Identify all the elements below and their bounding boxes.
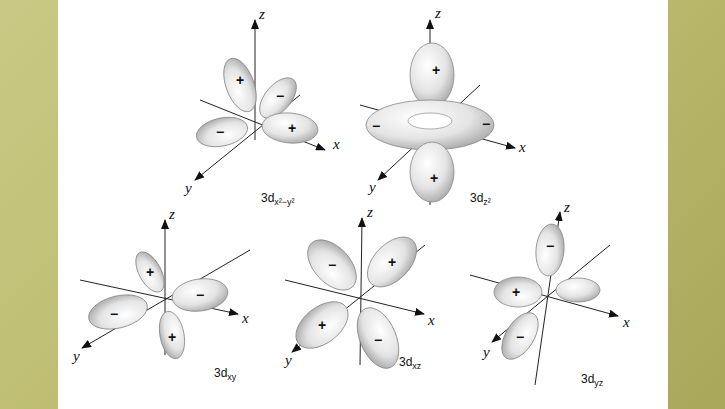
- phase-sign: −: [546, 239, 554, 253]
- axis-label: x: [333, 137, 340, 152]
- phase-sign: −: [516, 330, 524, 344]
- orbital-name: 3dz²: [470, 192, 491, 204]
- phase-sign: +: [512, 285, 520, 299]
- phase-sign: −: [110, 307, 118, 321]
- phase-sign: −: [372, 119, 380, 133]
- phase-sign: +: [318, 318, 326, 332]
- phase-sign: −: [482, 117, 490, 131]
- orbital-name: 3dyz: [581, 373, 603, 385]
- axis-label: y: [369, 180, 376, 195]
- orbital-name: 3dxy: [214, 367, 236, 379]
- phase-sign: +: [146, 265, 154, 279]
- phase-sign: +: [288, 121, 296, 135]
- phase-sign: +: [432, 63, 440, 77]
- axis-label: x: [519, 140, 526, 155]
- phase-sign: −: [328, 258, 336, 272]
- phase-sign: −: [196, 288, 204, 302]
- axis-label: y: [285, 353, 292, 368]
- phase-sign: −: [216, 125, 224, 139]
- orbital-name: 3dxz: [399, 356, 421, 368]
- phase-sign: +: [236, 73, 244, 87]
- axis-label: z: [259, 7, 265, 22]
- phase-sign: +: [430, 171, 438, 185]
- phase-sign: +: [168, 330, 176, 344]
- phase-sign: −: [276, 89, 284, 103]
- axis-label: z: [564, 200, 570, 215]
- orbital-name: 3dx²−y²: [261, 192, 295, 204]
- axis-label: y: [483, 345, 490, 360]
- axis-label: x: [428, 313, 435, 328]
- axis-label: z: [435, 6, 441, 21]
- axis-label: z: [367, 205, 373, 220]
- phase-sign: −: [374, 333, 382, 347]
- axis-label: y: [73, 349, 80, 364]
- axis-label: x: [242, 311, 249, 326]
- axis-label: x: [623, 315, 630, 330]
- phase-sign: +: [388, 255, 396, 269]
- axis-label: y: [185, 181, 192, 196]
- axis-label: z: [169, 207, 175, 222]
